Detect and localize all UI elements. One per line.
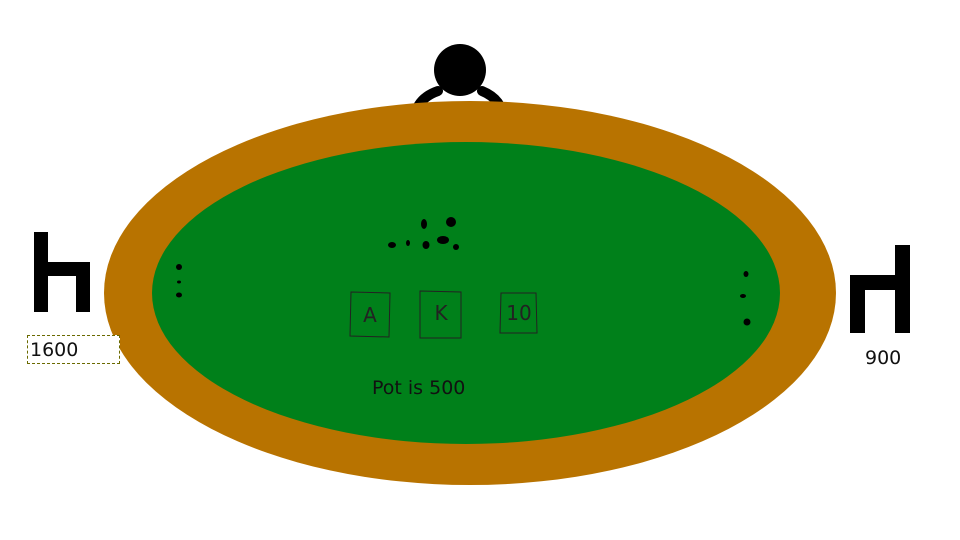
chip xyxy=(422,241,430,249)
chip xyxy=(743,318,751,326)
card-outline xyxy=(349,291,391,338)
card-rank: A xyxy=(363,303,377,327)
right-player-leg xyxy=(850,275,865,333)
board-card: 10 xyxy=(499,292,538,334)
right-player-avatar xyxy=(850,245,910,333)
pot-chips xyxy=(388,217,459,250)
chip xyxy=(406,240,410,246)
card-rank: 10 xyxy=(506,301,531,325)
table-felt xyxy=(152,142,780,444)
chip xyxy=(437,236,449,244)
chip xyxy=(740,294,746,298)
left-player-leg xyxy=(76,262,90,312)
pot-label: Pot is 500 xyxy=(372,377,465,399)
chip xyxy=(176,264,182,270)
left-player-stack-input[interactable] xyxy=(27,335,120,364)
dealer-head xyxy=(434,44,486,96)
card-rank: K xyxy=(434,301,448,325)
chip xyxy=(453,244,459,250)
board-card: A xyxy=(349,291,391,338)
card-outline xyxy=(499,292,538,334)
card-outline xyxy=(419,290,462,339)
chip xyxy=(421,219,427,229)
left-bet-chips xyxy=(176,264,182,298)
chip xyxy=(446,217,456,227)
chip xyxy=(388,242,396,248)
right-player-stack: 900 xyxy=(865,347,901,369)
chip xyxy=(176,292,182,298)
right-bet-chips xyxy=(740,271,751,326)
left-player-avatar xyxy=(34,232,90,312)
board-card: K xyxy=(419,290,462,339)
chip xyxy=(743,271,749,277)
board-cards: A K 10 xyxy=(349,290,538,339)
chip xyxy=(177,280,181,284)
